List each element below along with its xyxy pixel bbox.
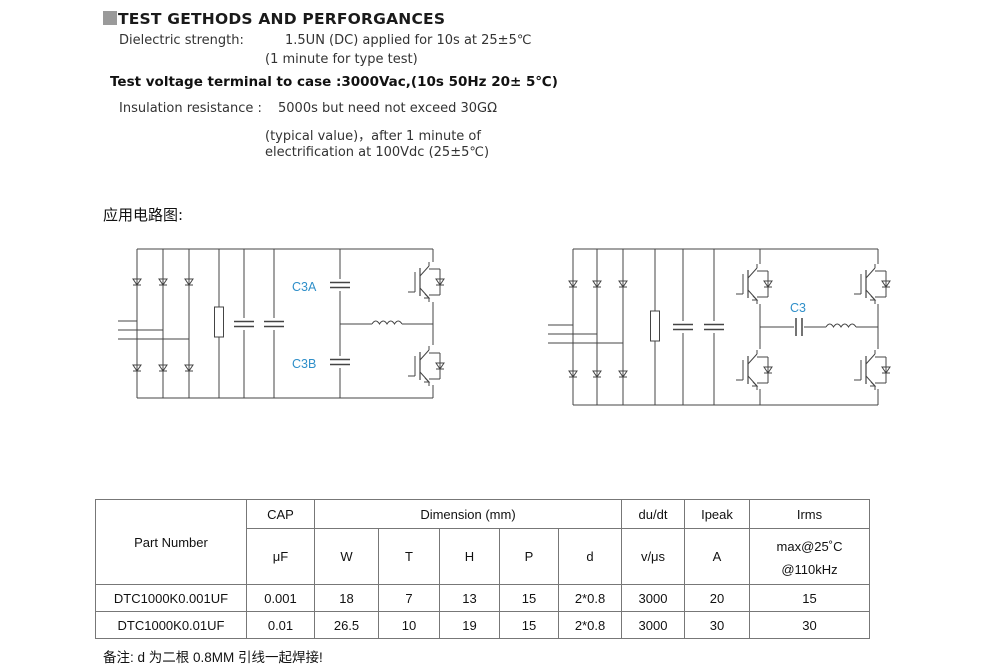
c3-label: C3 [790,301,806,315]
test-voltage-text: Test voltage terminal to case :3000Vac,(… [110,74,558,90]
cell-h: 19 [439,611,500,639]
cell-ipeak: 20 [684,584,750,612]
header-dudt: du/dt [621,499,685,529]
header-irms-line3: @110kHz [781,561,838,577]
heading-title: TEST GETHODS AND PERFORGANCES [118,10,446,28]
cell-t: 10 [378,611,440,639]
cell-part: DTC1000K0.01UF [95,611,247,639]
cell-irms: 15 [749,584,870,612]
cell-w: 26.5 [314,611,379,639]
cell-p: 15 [499,611,559,639]
cell-ipeak: 30 [684,611,750,639]
left-circuit: C3A C3B [118,248,444,399]
cell-irms: 30 [749,611,870,639]
insulation-note-1: (typical value)，after 1 minute of [265,129,481,144]
cell-d: 2*0.8 [558,584,622,612]
cell-cap: 0.001 [246,584,315,612]
header-p: P [499,528,559,585]
header-w: W [314,528,379,585]
dielectric-note: (1 minute for type test) [265,52,418,67]
header-cap: CAP [246,499,315,529]
dielectric-label: Dielectric strength: [119,33,244,48]
table-row: DTC1000K0.01UF 0.01 26.5 10 19 15 2*0.8 … [95,611,870,639]
header-irms-detail: max@25˚C @110kHz [749,528,870,585]
header-h: H [439,528,500,585]
insulation-note-2: electrification at 100Vdc (25±5℃) [265,145,490,160]
header-cap-unit: μF [246,528,315,585]
cell-p: 15 [499,584,559,612]
dielectric-value: 1.5UN (DC) applied for 10s at 25±5℃ [285,33,532,48]
header-irms: Irms [749,499,870,529]
circuit-diagrams: C3A C3B [118,248,987,406]
header-d: d [558,528,622,585]
cell-dudt: 3000 [621,584,685,612]
header-dudt-unit: v/μs [621,528,685,585]
table-row: DTC1000K0.001UF 0.001 18 7 13 15 2*0.8 3… [95,584,870,612]
c3a-label: C3A [292,280,317,294]
spec-table: Part Number CAP Dimension (mm) du/dt Ipe… [95,499,870,639]
cell-dudt: 3000 [621,611,685,639]
header-t: T [378,528,440,585]
footer-note: 备注: d 为二根 0.8MM 引线一起焊接! [103,650,323,665]
c3b-label: C3B [292,357,316,371]
header-part-number: Part Number [95,499,247,585]
right-circuit: C3 [548,248,890,406]
cell-d: 2*0.8 [558,611,622,639]
circuit-title: 应用电路图: [103,206,184,224]
header-ipeak-unit: A [684,528,750,585]
insulation-value: 5000s but need not exceed 30GΩ [278,101,498,116]
insulation-label: Insulation resistance : [119,101,262,116]
cell-h: 13 [439,584,500,612]
section-heading: TEST GETHODS AND PERFORGANCES [103,10,445,28]
cell-t: 7 [378,584,440,612]
header-ipeak: Ipeak [684,499,750,529]
cell-w: 18 [314,584,379,612]
cell-part: DTC1000K0.001UF [95,584,247,612]
header-irms-line2: max@25˚C [776,538,843,554]
header-dimension: Dimension (mm) [314,499,622,529]
heading-square-icon [103,11,117,25]
cell-cap: 0.01 [246,611,315,639]
